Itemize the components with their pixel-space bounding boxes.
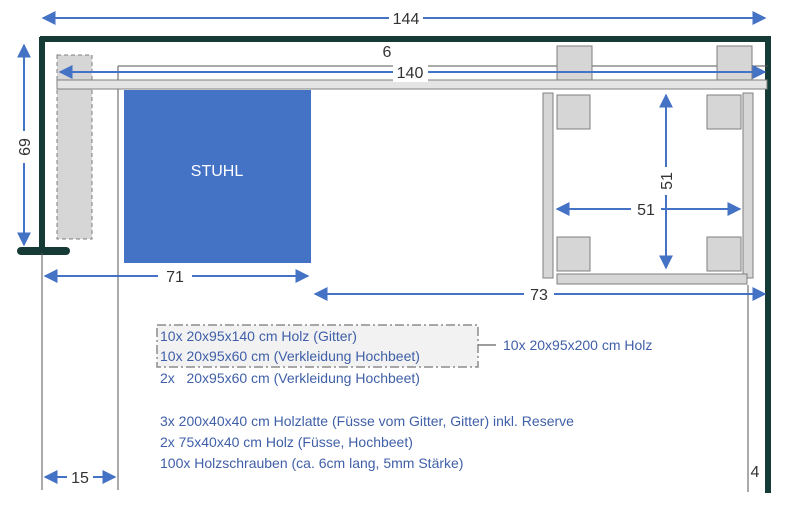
- material-line-3: 2x 20x95x60 cm (Verkleidung Hochbeet): [160, 370, 420, 386]
- raised-bed: [542, 92, 754, 285]
- material-line-4: 3x 200x40x40 cm Holzlatte (Füsse vom Git…: [160, 413, 574, 429]
- chair: [124, 90, 311, 263]
- material-line-1: 10x 20x95x140 cm Holz (Gitter): [160, 328, 357, 344]
- wall-outline: [17, 36, 771, 493]
- dim-140: 140: [397, 65, 424, 82]
- material-side-note: 10x 20x95x200 cm Holz: [503, 337, 653, 353]
- dim-73: 73: [530, 287, 548, 304]
- dim-4: 4: [751, 464, 760, 481]
- dim-69: 69: [17, 138, 34, 156]
- material-line-2: 10x 20x95x60 cm (Verkleidung Hochbeet): [160, 348, 420, 364]
- dim-51-vertical: 51: [659, 172, 676, 190]
- material-line-5: 2x 75x40x40 cm Holz (Füsse, Hochbeet): [160, 434, 413, 450]
- dim-6: 6: [383, 44, 392, 61]
- dim-144: 144: [393, 11, 420, 28]
- material-line-6: 100x Holzschrauben (ca. 6cm lang, 5mm St…: [160, 455, 464, 471]
- top-post-2: [716, 45, 753, 81]
- dim-51-horizontal: 51: [637, 202, 655, 219]
- material-box: [156, 324, 479, 368]
- chair-label: STUHL: [191, 163, 244, 180]
- dim-15: 15: [71, 470, 89, 487]
- dim-71: 71: [166, 269, 184, 286]
- top-post-1: [556, 45, 593, 81]
